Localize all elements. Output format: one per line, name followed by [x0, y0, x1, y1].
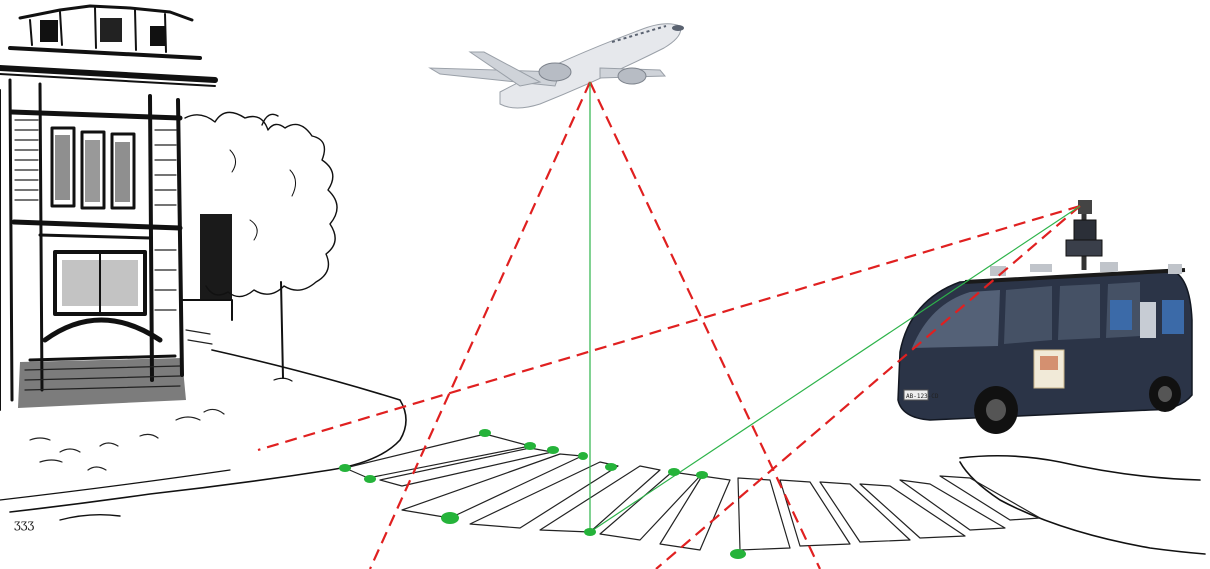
- airplane-icon: [428, 23, 684, 109]
- van-ray-right: [655, 205, 1081, 569]
- ground-point: [730, 549, 746, 559]
- ground-point: [339, 464, 351, 472]
- ground-point: [578, 452, 588, 460]
- ground-scribble: ʒʒʒ: [14, 517, 35, 531]
- van-ray-left: [257, 204, 1081, 452]
- airplane-ray-left: [368, 81, 592, 569]
- van-ground-ray: [589, 205, 1081, 533]
- green-rays: [589, 82, 1081, 533]
- building-sketch: [0, 4, 233, 411]
- tree-sketch: [184, 111, 338, 382]
- ground-point: [524, 442, 536, 450]
- airplane-ray-right: [589, 81, 821, 569]
- ground-point: [668, 468, 680, 476]
- ground-point: [547, 446, 559, 454]
- ground-point: [605, 463, 617, 471]
- crosswalk-sketch: [344, 433, 1041, 551]
- red-dashed-rays: [257, 81, 1081, 569]
- street-sketch: ʒʒʒ: [0, 349, 1206, 555]
- van-plate: AB-123-CD: [906, 393, 939, 400]
- ground-point: [441, 512, 459, 524]
- ground-point: [584, 528, 596, 536]
- ground-point: [479, 429, 491, 437]
- mapping-van-icon: AB-123-CD: [897, 200, 1193, 434]
- ground-point: [696, 471, 708, 479]
- ground-point: [364, 475, 376, 483]
- ground-control-points: [339, 429, 746, 559]
